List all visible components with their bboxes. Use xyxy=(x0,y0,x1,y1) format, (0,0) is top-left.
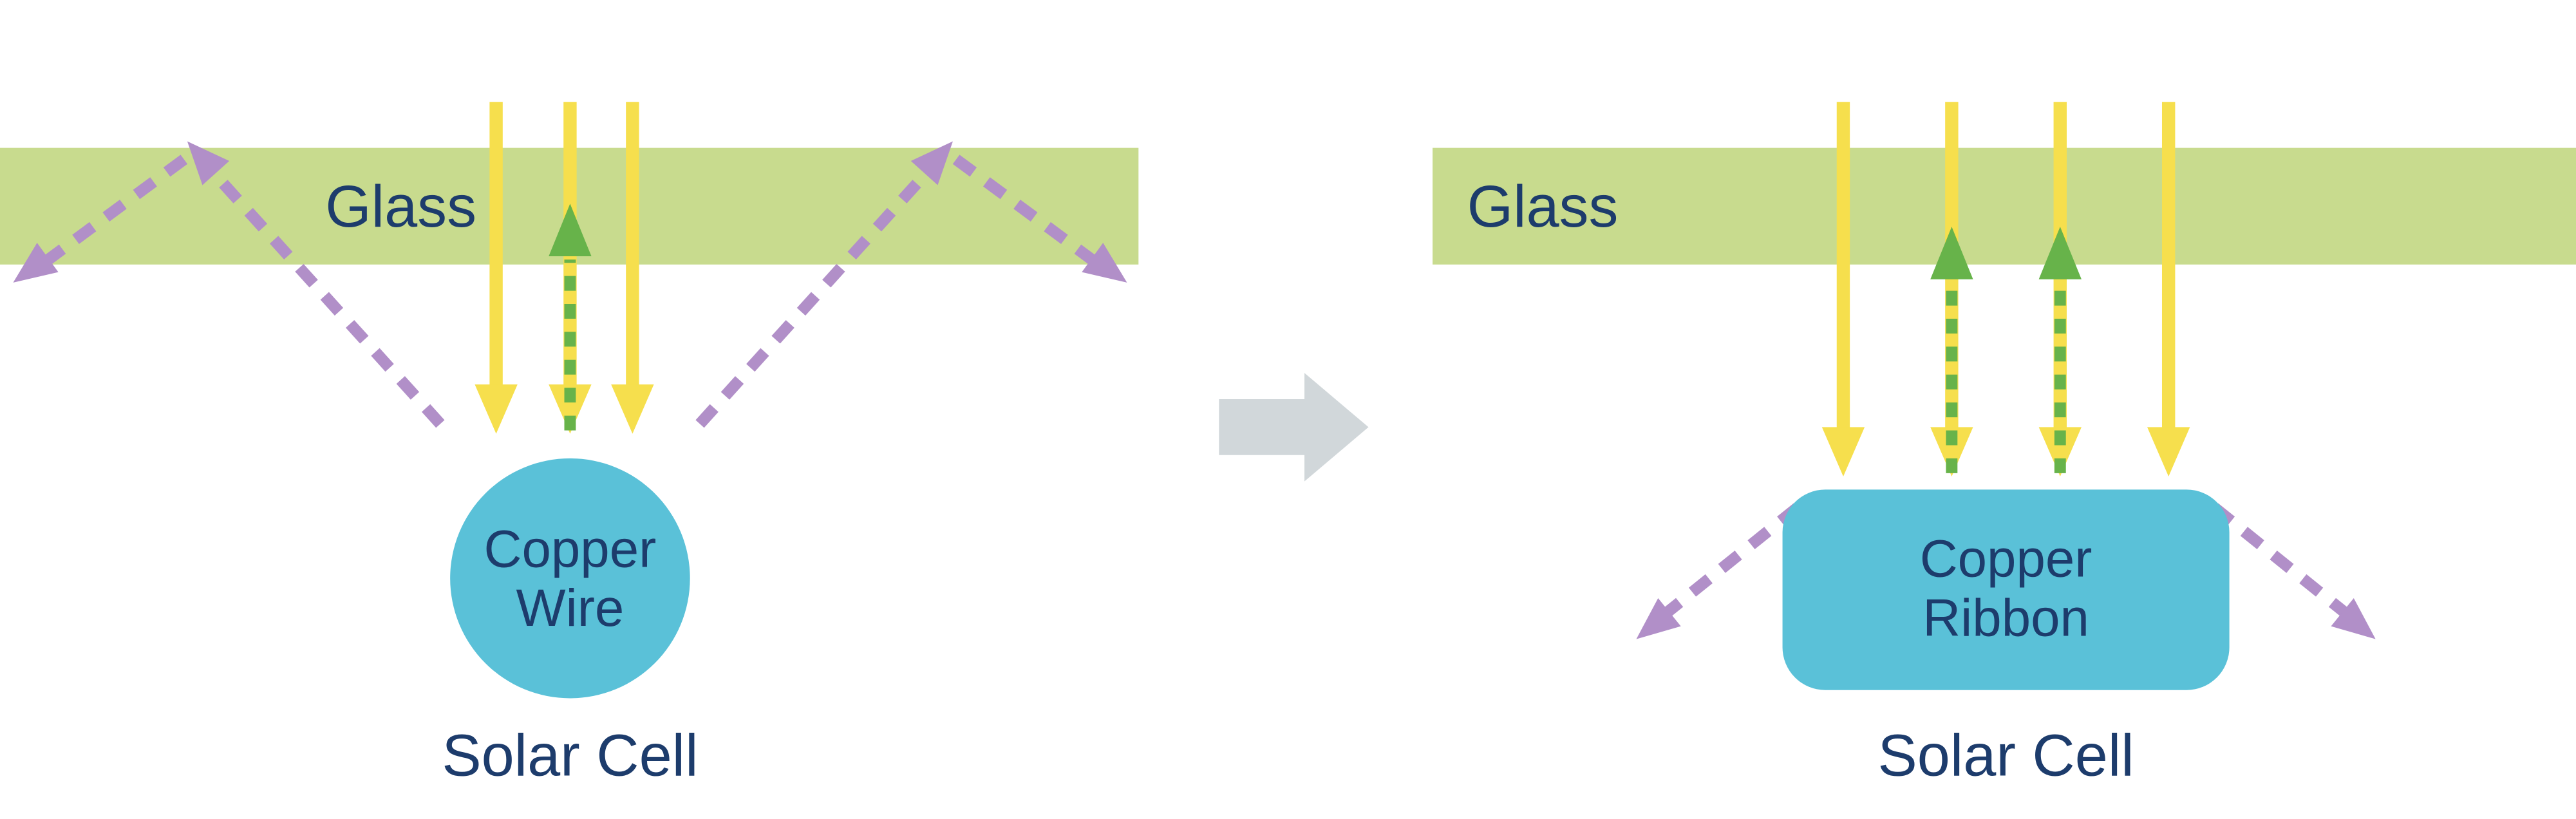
arrowhead-icon xyxy=(2038,227,2082,279)
arrowhead-icon xyxy=(1930,227,1973,279)
arrowhead-icon xyxy=(910,141,953,185)
lost-light-path-left xyxy=(13,141,445,428)
yellow-down-arrow-icon xyxy=(2147,102,2190,476)
green-dashed-up-arrow-icon xyxy=(1930,227,1973,473)
copper-ribbon-shape xyxy=(1782,489,2230,690)
lost-light-path-left xyxy=(1636,503,1801,639)
arrowhead-icon xyxy=(1930,427,1973,476)
arrowhead-icon xyxy=(1082,243,1127,283)
copper-wire-shape xyxy=(450,458,690,699)
conductor-label-line2: Wire xyxy=(516,579,625,637)
green-dashed-up-arrow-icon xyxy=(2038,227,2082,473)
lost-light-ray xyxy=(695,165,934,428)
glass-label: Glass xyxy=(1467,174,1619,240)
conductor-label-line1: Copper xyxy=(484,520,657,578)
glass-label: Glass xyxy=(325,174,476,240)
yellow-down-arrow-icon xyxy=(611,102,654,434)
lost-light-ray xyxy=(2211,503,2353,621)
green-dashed-up-arrow-icon xyxy=(549,203,592,431)
lost-light-ray xyxy=(1659,503,1801,621)
lost-light-ray xyxy=(952,155,1104,271)
arrowhead-icon xyxy=(2038,427,2082,476)
conductor-label-line1: Copper xyxy=(1920,530,2092,588)
arrowhead-icon xyxy=(549,203,592,257)
conductor-label-line2: Ribbon xyxy=(1923,588,2089,647)
solar-cell-caption: Solar Cell xyxy=(442,722,698,788)
yellow-down-arrow-icon xyxy=(1821,102,1865,476)
arrowhead-icon xyxy=(2147,427,2190,476)
arrowhead-icon xyxy=(549,384,592,434)
arrowhead-icon xyxy=(2331,598,2376,639)
gray-right-block-arrow-icon xyxy=(1219,373,1369,482)
lost-light-path-right xyxy=(2211,503,2376,639)
lost-light-ray xyxy=(35,155,188,271)
lost-light-path-right xyxy=(695,141,1127,428)
solar-cell-caption: Solar Cell xyxy=(1878,722,2134,788)
yellow-down-arrow-icon xyxy=(475,102,518,434)
arrowhead-icon xyxy=(1636,598,1681,639)
left-panel: Glass Copper Wire Solar Cell xyxy=(0,102,1139,788)
lost-light-ray xyxy=(205,165,445,428)
arrowhead-icon xyxy=(611,384,654,434)
arrowhead-icon xyxy=(1821,427,1865,476)
incident-light-arrows xyxy=(475,102,654,434)
arrowhead-icon xyxy=(13,243,59,283)
arrowhead-icon xyxy=(475,384,518,434)
arrowhead-icon xyxy=(187,141,230,185)
right-panel: Glass Copper Ribbon Solar Cell xyxy=(1433,102,2576,788)
glass-layer xyxy=(1433,147,2576,265)
